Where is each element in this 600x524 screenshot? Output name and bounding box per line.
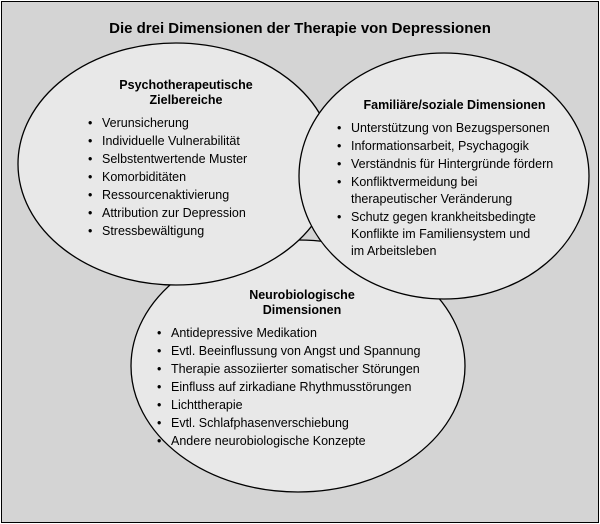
neurobiological-heading: Neurobiologische Dimensionen: [157, 288, 447, 318]
family-social-heading: Familiäre/soziale Dimensionen: [363, 98, 546, 112]
list-item: •Informationsarbeit, Psychagogik: [337, 139, 529, 153]
psychotherapeutic-heading: Psychotherapeutische Zielbereiche: [86, 78, 286, 108]
list-item: •Verständnis für Hintergründe fördern: [337, 157, 554, 171]
list-item: •Evtl. Beeinflussung von Angst und Spann…: [157, 344, 421, 358]
list-item: •Individuelle Vulnerabilität: [88, 134, 240, 148]
list-item: •Evtl. Schlafphasenverschiebung: [157, 416, 349, 430]
list-item: •Andere neurobiologische Konzepte: [157, 434, 366, 448]
list-item: •Antidepressive Medikation: [157, 326, 317, 340]
diagram-title: Die drei Dimensionen der Therapie von De…: [109, 20, 491, 37]
list-item: •Einfluss auf zirkadiane Rhythmusstörung…: [157, 380, 412, 394]
neurobiological-section: Neurobiologische Dimensionen •Antidepres…: [157, 288, 447, 450]
neurobiological-heading-line1: Neurobiologische: [249, 288, 355, 302]
list-item: •Lichttherapie: [157, 398, 243, 412]
list-item: •Attribution zur Depression: [88, 206, 246, 220]
list-item: •Stressbewältigung: [88, 224, 205, 238]
neurobiological-heading-line2: Dimensionen: [262, 303, 342, 317]
psychotherapeutic-list: •Verunsicherung •Individuelle Vulnerabil…: [88, 114, 288, 240]
neurobiological-list: •Antidepressive Medikation •Evtl. Beeinf…: [157, 324, 447, 450]
list-item: •Selbstentwertende Muster: [88, 152, 248, 166]
family-social-section: Familiäre/soziale Dimensionen •Unterstüt…: [337, 98, 572, 261]
family-social-list: •Unterstützung von Bezugspersonen •Infor…: [337, 120, 572, 260]
list-item: •Unterstützung von Bezugspersonen: [337, 121, 550, 135]
list-item: •Therapie assoziierter somatischer Störu…: [157, 362, 420, 376]
psychotherapeutic-section: Psychotherapeutische Zielbereiche •Verun…: [88, 78, 288, 240]
psychotherapeutic-heading-line2: Zielbereiche: [149, 93, 223, 107]
list-item: •Ressourcenaktivierung: [88, 188, 230, 202]
psychotherapeutic-heading-line1: Psychotherapeutische: [119, 78, 253, 92]
ellipse-family-social: [298, 52, 590, 300]
list-item: •Komorbiditäten: [88, 170, 187, 184]
list-item: •Verunsicherung: [88, 116, 189, 130]
